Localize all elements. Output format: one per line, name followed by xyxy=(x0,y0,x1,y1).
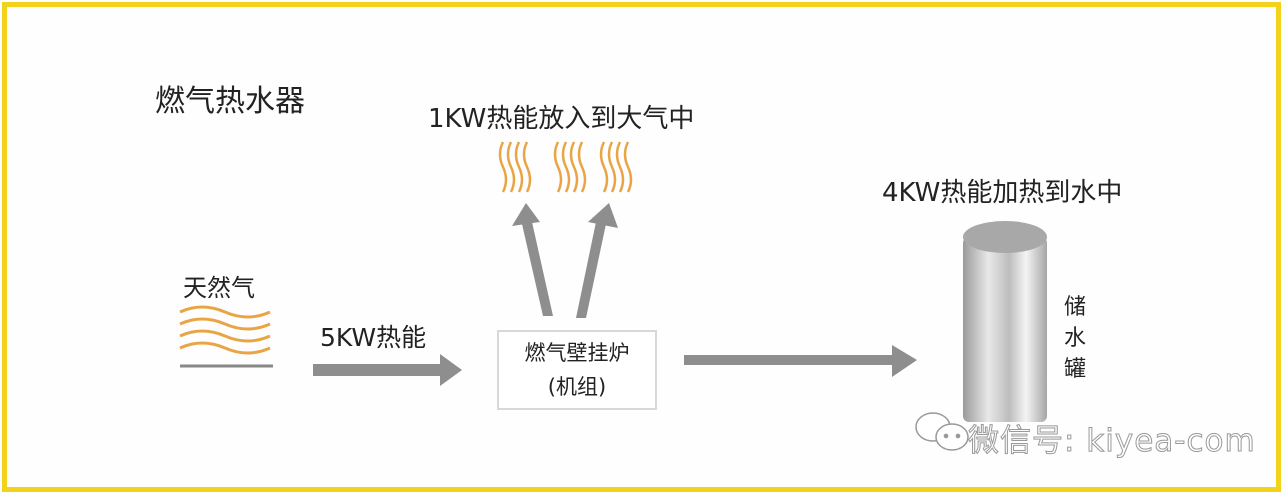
tank-label: 储水罐 xyxy=(1064,295,1087,382)
boiler-label-line2: (机组) xyxy=(547,375,607,399)
arrow-loss-right xyxy=(576,203,618,318)
arrow-loss-left xyxy=(512,203,553,316)
input-energy-label: 5KW热能 xyxy=(320,323,427,352)
loss-label: 1KW热能放入到大气中 xyxy=(428,104,695,134)
wechat-icon xyxy=(915,412,969,451)
storage-tank-icon xyxy=(963,221,1047,422)
watermark: 微信号: kiyea-com xyxy=(968,423,1256,460)
diagram-title: 燃气热水器 xyxy=(155,84,305,119)
heat-wave-icon xyxy=(498,141,633,193)
boiler-label-line1: 燃气壁挂炉 xyxy=(524,341,630,365)
gas-label: 天然气 xyxy=(183,274,255,302)
gas-wave-icon xyxy=(179,305,271,355)
output-label: 4KW热能加热到水中 xyxy=(882,178,1123,208)
arrow-output xyxy=(684,345,917,377)
boiler-box: 燃气壁挂炉 (机组) xyxy=(497,330,657,410)
arrow-input xyxy=(313,354,462,386)
